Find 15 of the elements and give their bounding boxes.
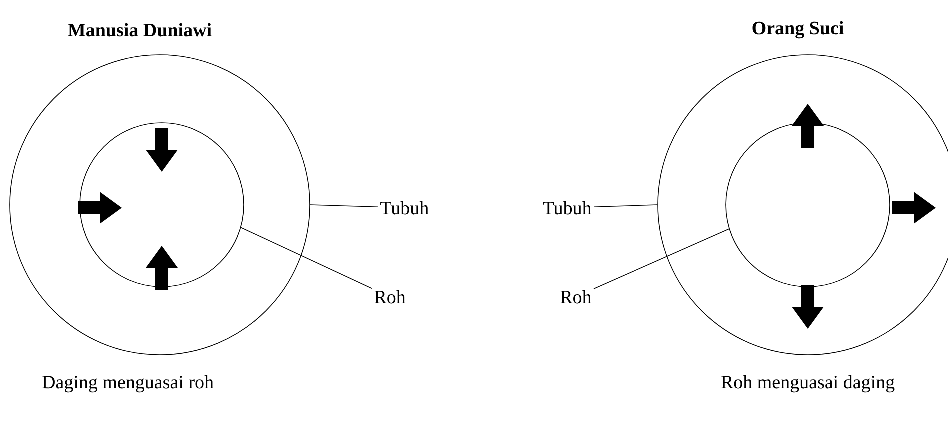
outer-circle [10,54,310,356]
part-label: Roh [560,290,592,304]
caption: Roh menguasai daging [721,375,895,393]
heading: Orang Suci [752,21,844,39]
caption: Daging menguasai roh [42,375,214,393]
part-label: Roh [374,290,406,304]
leader-line [310,204,378,208]
inner-circle [80,122,244,288]
leader-line [240,227,372,290]
heading: Manusia Duniawi [68,23,212,37]
leader-line [594,204,658,208]
part-label: Tubuh [543,201,592,215]
part-label: Tubuh [380,201,429,215]
inner-circle [726,122,890,288]
leader-line [594,228,730,290]
